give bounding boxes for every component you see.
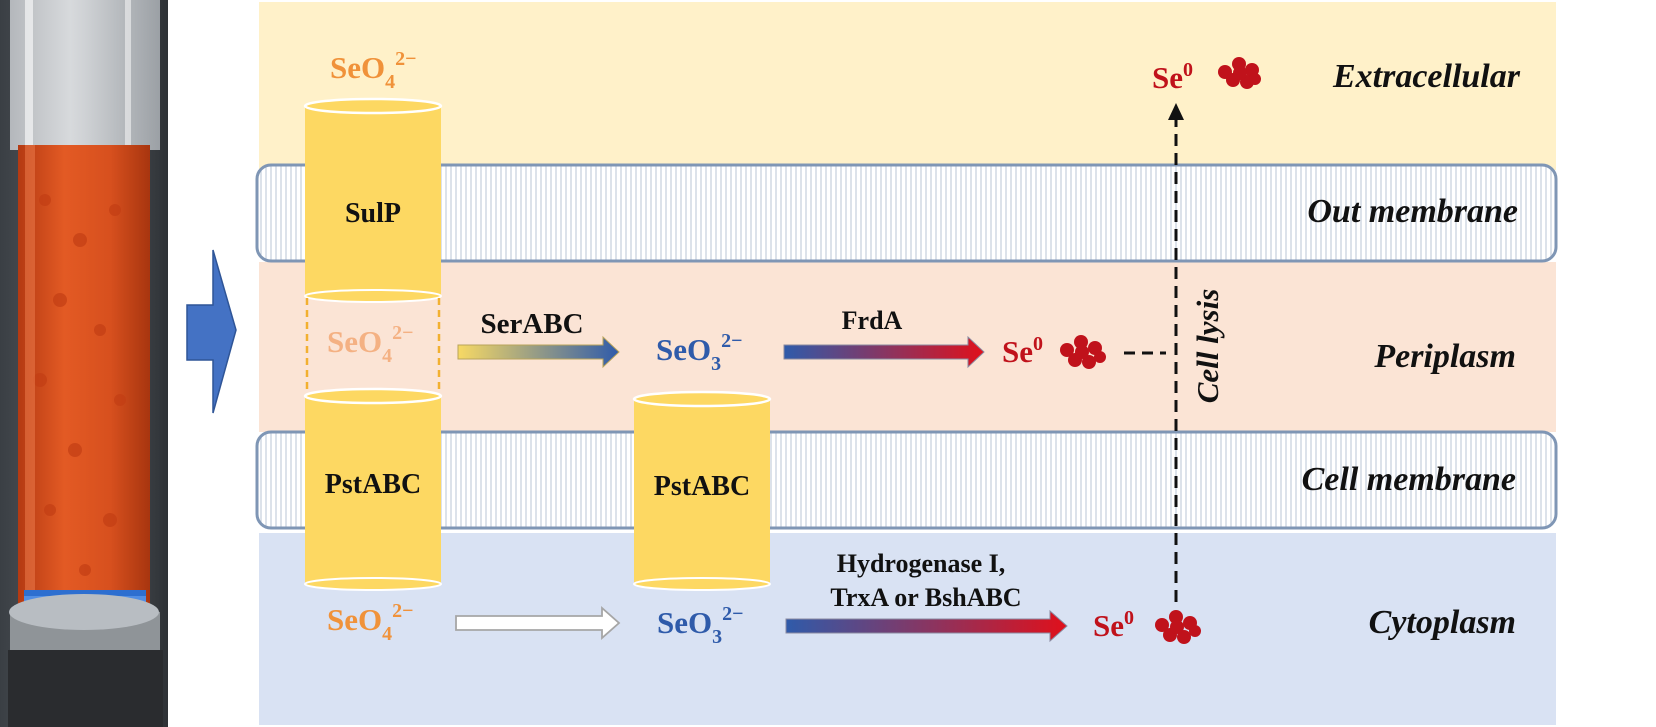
se-particles-cytoplasm: [1155, 610, 1201, 644]
sample-tube-photo: [0, 0, 168, 727]
se0-cytoplasm: Se0: [1093, 607, 1134, 643]
cytoplasm-enzyme-line1: Hydrogenase I,: [837, 549, 1006, 578]
se0-periplasm: Se0: [1002, 333, 1043, 369]
serabc-arrow: [457, 335, 620, 369]
serabc-label: SerABC: [480, 308, 583, 340]
selenate-extracellular: SeO42−: [330, 48, 417, 93]
pstabc-transporter-left: PstABC: [303, 387, 443, 591]
selenate-cytoplasm-arrow: [455, 606, 621, 640]
cytoplasm-reduction-arrow: [785, 609, 1068, 643]
pstabc-right-label: PstABC: [654, 471, 750, 502]
outer-membrane-label: Out membrane: [1307, 193, 1518, 230]
pstabc-left-label: PstABC: [325, 469, 421, 500]
cytoplasm-enzyme-line2: TrxA or BshABC: [830, 583, 1021, 612]
cell-membrane-label: Cell membrane: [1302, 461, 1516, 498]
periplasm-label: Periplasm: [1373, 338, 1516, 375]
se-particles-periplasm: [1060, 335, 1106, 369]
cell-membrane-band: [255, 430, 1558, 530]
cell-lysis-label: Cell lysis: [1190, 289, 1225, 404]
se-particles-extracellular: [1218, 57, 1261, 89]
selenite-cytoplasm: SeO32−: [657, 603, 744, 648]
se0-extracellular: Se0: [1152, 59, 1193, 95]
selenate-periplasm: SeO42−: [327, 322, 414, 367]
lysis-arrowhead: [1168, 103, 1184, 120]
pointer-arrow: [186, 249, 237, 414]
selenite-periplasm: SeO32−: [656, 330, 743, 375]
outer-membrane-band: [255, 163, 1558, 263]
extracellular-band: [259, 2, 1556, 170]
selenate-cytoplasm: SeO42−: [327, 600, 414, 645]
sulp-label: SulP: [345, 198, 401, 229]
pstabc-transporter-right: PstABC: [632, 390, 772, 591]
frda-label: FrdA: [842, 306, 903, 335]
extracellular-label: Extracellular: [1332, 58, 1521, 95]
cytoplasm-label: Cytoplasm: [1369, 604, 1516, 641]
sulp-transporter: SulP: [303, 97, 443, 303]
frda-arrow: [783, 335, 985, 369]
